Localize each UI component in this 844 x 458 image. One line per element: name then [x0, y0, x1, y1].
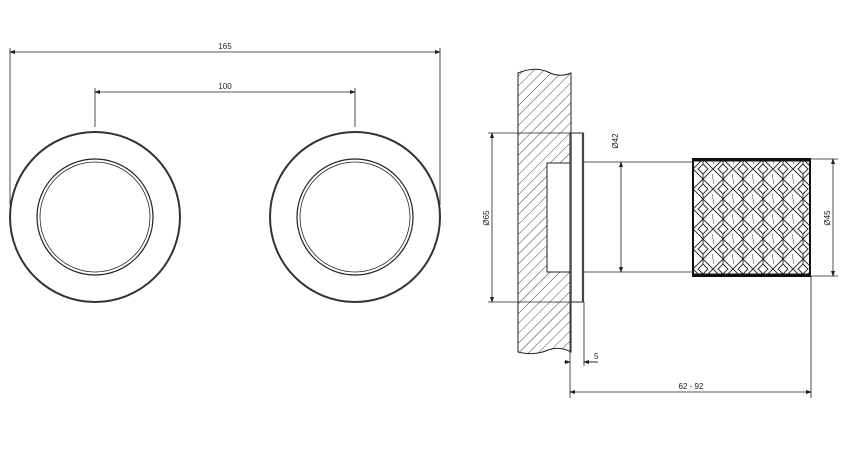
- knob-front-right: [269, 131, 441, 303]
- overall-width-label: 165: [218, 42, 232, 51]
- dimension-stem-diameter: Ø42: [611, 133, 623, 273]
- plate-thickness-label: 5: [594, 352, 599, 361]
- knob-diameter-label: Ø45: [823, 210, 832, 226]
- dimension-knob-diameter: Ø45: [810, 158, 838, 277]
- center-distance-label: 100: [218, 82, 232, 91]
- stem-diameter-label: Ø42: [611, 133, 620, 149]
- knurled-knob: [692, 158, 811, 277]
- knob-front-left: [9, 131, 181, 303]
- dimension-plate-thickness: 5: [564, 302, 599, 398]
- dimension-overall-width: 165: [9, 42, 441, 205]
- side-view: Ø65 Ø42 Ø45 5 62 - 92: [482, 68, 838, 398]
- dimension-center-distance: 100: [94, 82, 356, 127]
- cover-plate: [569, 132, 585, 303]
- plate-diameter-label: Ø65: [482, 210, 491, 226]
- projection-range-label: 62 - 92: [679, 382, 704, 391]
- dimension-plate-diameter: Ø65: [482, 132, 570, 303]
- stem: [584, 161, 693, 273]
- dimension-projection-range: 62 - 92: [569, 276, 812, 398]
- front-view: 165 100: [9, 42, 441, 303]
- wall-section: [517, 68, 572, 355]
